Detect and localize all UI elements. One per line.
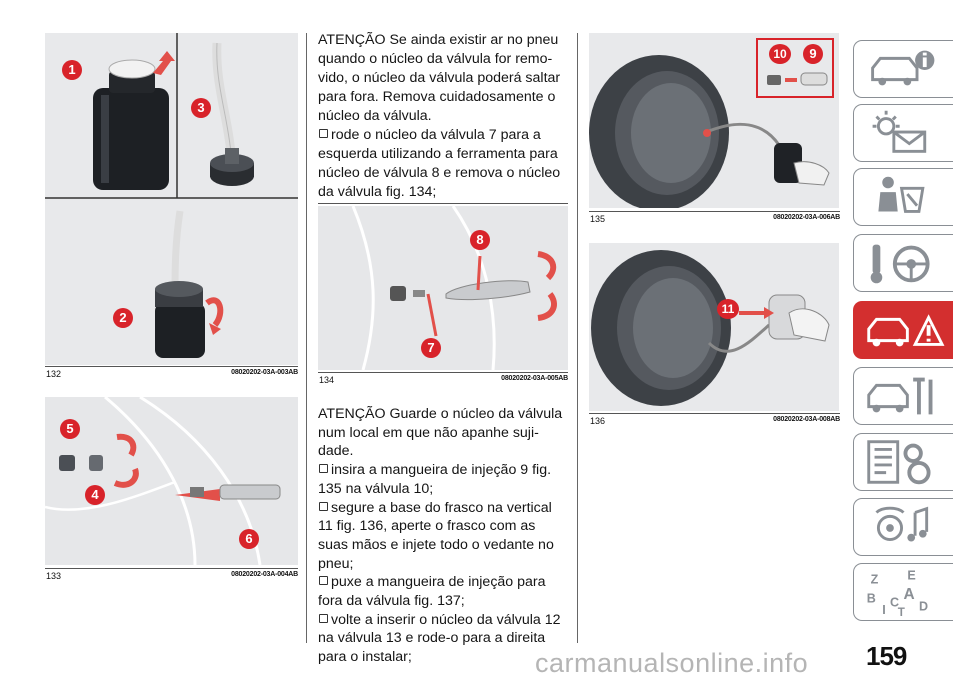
step-insert-hose: insira a mangueira de injeção 9 fig. 135… [318,461,568,498]
column-divider-1 [306,33,307,643]
bullet-icon [319,464,328,474]
figure-133: 5 4 6 [45,397,298,565]
caption-rule-136 [589,413,840,414]
watermark: carmanualsonline.info [535,648,809,678]
steering-wheel-icon [870,244,930,284]
callout-3: 3 [191,98,211,118]
column-divider-2 [577,33,578,643]
caption-rule-132 [45,366,298,367]
figure-134-top-rule [318,203,568,204]
figure-number: 134 [319,375,335,385]
callout-10: 10 [769,44,791,64]
column-2-top-text: ATENÇÃO Se ainda existir ar no pneu quan… [318,31,566,202]
figure-code: 08020202-03A-008AB [773,416,840,423]
tab-safety[interactable] [853,168,953,226]
figure-135: 10 9 [589,33,839,208]
figure-code: 08020202-03A-004AB [231,571,298,578]
step-text: puxe a mangueira de injeção para fora da… [318,574,546,610]
bullet-icon [319,576,328,586]
step-text: volte a inserir o núcleo da válvula 12 n… [318,611,561,666]
tab-multimedia[interactable] [853,498,953,556]
figure-number: 135 [590,214,606,224]
step-hold-bottle: segure a base do frasco na vertical 11 f… [318,499,568,574]
figure-number: 136 [590,416,606,426]
tab-starting-driving[interactable] [853,234,953,292]
tab-car-info[interactable] [853,40,953,98]
caption-136: 136 08020202-03A-008AB [590,416,840,426]
step-pull-hose: puxe a mangueira de injeção para fora da… [318,573,568,610]
multimedia-icon [875,506,929,542]
figure-132: 1 3 2 [45,33,298,365]
figure-number: 132 [46,369,62,379]
maintenance-icon [867,377,933,415]
tab-warning-lights[interactable] [853,104,953,162]
callout-5: 5 [60,419,80,439]
caption-135: 135 08020202-03A-006AB [590,214,840,224]
figure-code: 08020202-03A-005AB [501,375,568,382]
index-letter: E [907,568,915,582]
caption-134: 134 08020202-03A-005AB [319,375,568,385]
warning-paragraph-2: ATENÇÃO Guarde o núcleo da válvula num l… [318,406,563,460]
figure-136: 11 [589,243,839,411]
figure-code: 08020202-03A-006AB [773,214,840,221]
index-letter: D [919,599,928,613]
technical-data-icon [867,440,931,485]
callout-7: 7 [421,338,441,358]
bullet-icon [319,501,328,511]
page-number: 159 [866,641,907,671]
step-reinsert-core: volte a inserir o núcleo da válvula 12 n… [318,611,568,667]
warning-paragraph-1: ATENÇÃO Se ainda existir ar no pneu quan… [318,32,561,124]
column-2-bottom-text: ATENÇÃO Guarde o núcleo da válvula num l… [318,405,568,667]
callout-8: 8 [470,230,490,250]
step-text: rode o núcleo da válvula 7 para a esquer… [318,127,561,200]
caption-rule-134 [318,372,568,373]
index-letter: B [867,592,876,606]
callout-6: 6 [239,529,259,549]
callout-4: 4 [85,485,105,505]
emergency-icon [867,314,945,347]
car-info-icon [871,50,935,86]
figure-number: 133 [46,571,62,581]
callout-11: 11 [717,299,739,319]
index-icon: Z E B A I C T D [867,568,928,619]
figure-code: 08020202-03A-003AB [231,369,298,376]
index-letter: Z [871,572,879,586]
warning-lights-icon [872,110,927,153]
bullet-icon [319,613,328,623]
tab-index[interactable]: Z E B A I C T D [853,563,953,621]
step-text: segure a base do frasco na vertical 11 f… [318,499,554,572]
tab-technical-data[interactable] [853,433,953,491]
callout-9: 9 [803,44,823,64]
tab-maintenance[interactable] [853,367,953,425]
caption-rule-133 [45,568,298,569]
index-letter: I [882,603,886,617]
step-text: insira a mangueira de injeção 9 fig. 135… [318,462,552,497]
bullet-icon [319,129,328,138]
tab-emergency[interactable] [853,301,953,359]
index-letter: C [890,595,899,609]
safety-icon [878,176,925,213]
callout-1: 1 [62,60,82,80]
callout-2: 2 [113,308,133,328]
step-rotate-valve-core: rode o núcleo da válvula 7 para a esquer… [318,126,566,202]
caption-132: 132 08020202-03A-003AB [46,369,298,379]
figure-134: 8 7 [318,206,568,370]
index-letter: A [904,586,915,603]
caption-133: 133 08020202-03A-004AB [46,571,298,581]
index-letter: T [898,607,905,619]
caption-rule-135 [589,211,840,212]
